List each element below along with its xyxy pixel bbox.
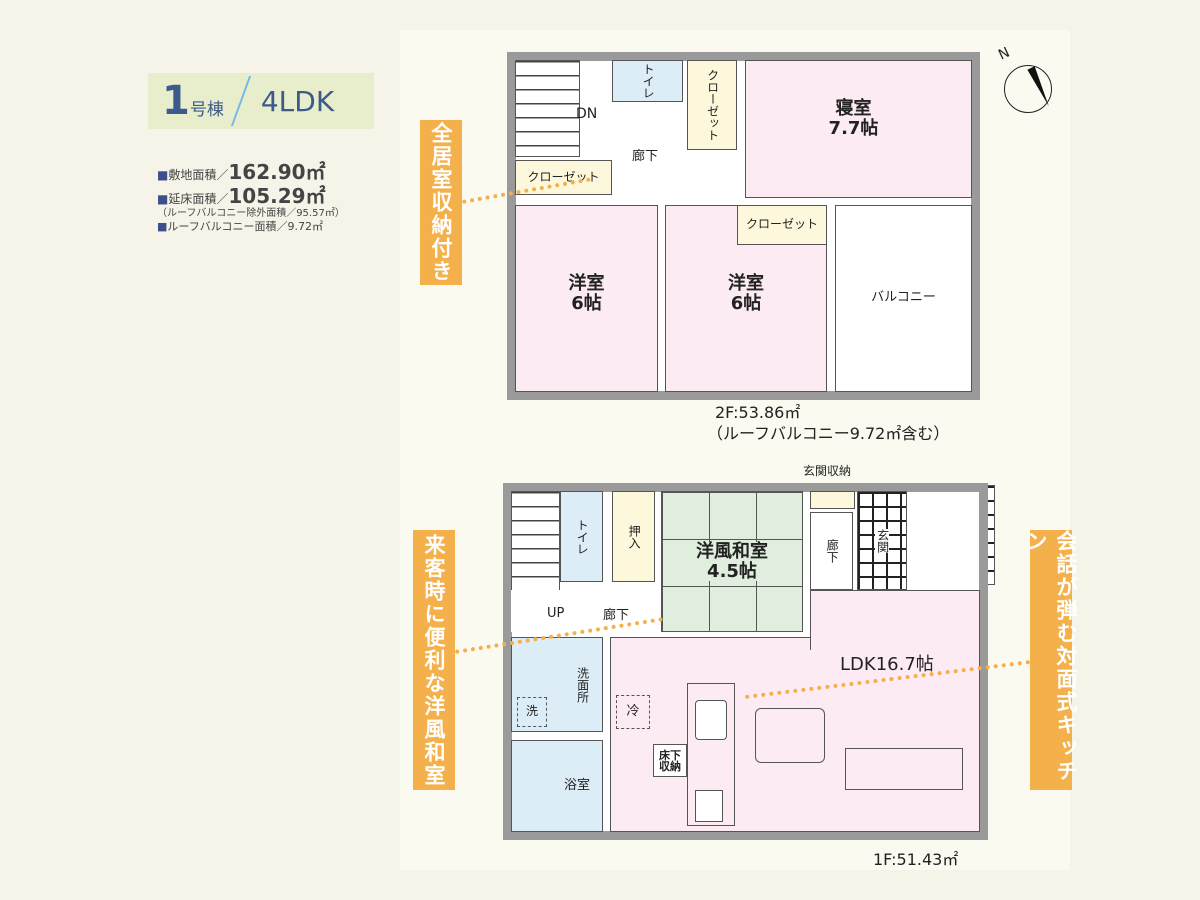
fridge-icon: 冷: [616, 695, 650, 729]
sink-icon: [695, 700, 727, 740]
toilet-2f: トイレ: [612, 60, 683, 102]
building-number: 1: [162, 78, 190, 124]
spec-floor-area: ■延床面積／105.29㎡: [157, 184, 326, 208]
dining-table: [755, 708, 825, 763]
sofa: [845, 748, 963, 790]
label-ldk: LDK16.7帖: [840, 654, 934, 675]
hall-small-1f: 廊下: [810, 512, 853, 590]
label-up: UP: [547, 606, 565, 621]
hall-1f: [511, 590, 655, 632]
floor1-area: 1F:51.43㎡: [873, 850, 959, 869]
callout-washitsu: 来客時に便利な洋風和室: [413, 530, 455, 790]
bathroom: 浴室: [511, 740, 603, 832]
callout-kitchen: 会話が弾む対面式キッチン: [1024, 530, 1078, 790]
divider-slash: [230, 76, 252, 126]
floor2-area: 2F:53.86㎡ （ルーフバルコニー9.72㎡含む）: [707, 403, 950, 443]
label-hall-2f: 廊下: [632, 149, 659, 164]
label-hall-1f: 廊下: [603, 608, 630, 623]
spec-site-area: ■敷地面積／162.90㎡: [157, 160, 326, 184]
closet-2f-left: クローゼット: [515, 160, 612, 195]
underfloor-storage: 床下収納: [653, 744, 687, 777]
ldk-upper: [810, 590, 980, 650]
closet-2f-right: クローゼット: [737, 205, 827, 245]
spec-balcony-area: ■ルーフバルコニー面積／9.72㎡: [157, 220, 324, 233]
toilet-1f: トイレ: [560, 491, 603, 582]
genkan: 玄関: [857, 491, 907, 590]
label-dn: DN: [576, 106, 598, 122]
stairs-2f: [515, 60, 580, 157]
label-genkan-storage: 玄関収納: [803, 464, 852, 478]
building-header: 1 号棟 4LDK: [148, 73, 374, 129]
building-suffix: 号棟: [189, 99, 224, 120]
oshiire: 押入: [612, 491, 655, 582]
compass: N: [996, 45, 1053, 113]
specs: ■敷地面積／162.90㎡ ■延床面積／105.29㎡ （ルーフバルコニー除外面…: [157, 160, 345, 233]
spec-note: （ルーフバルコニー除外面積／95.57㎡）: [157, 208, 345, 219]
layout-type: 4LDK: [260, 84, 335, 118]
balcony: バルコニー: [835, 205, 972, 392]
washer-icon: 洗: [517, 697, 547, 727]
stove-icon: [695, 790, 723, 822]
genkan-storage: [810, 491, 855, 509]
closet-2f-hall: クローゼット: [687, 60, 737, 150]
washroom: 洗面所: [511, 637, 603, 732]
callout-storage: 全居室収納付き: [420, 120, 462, 285]
